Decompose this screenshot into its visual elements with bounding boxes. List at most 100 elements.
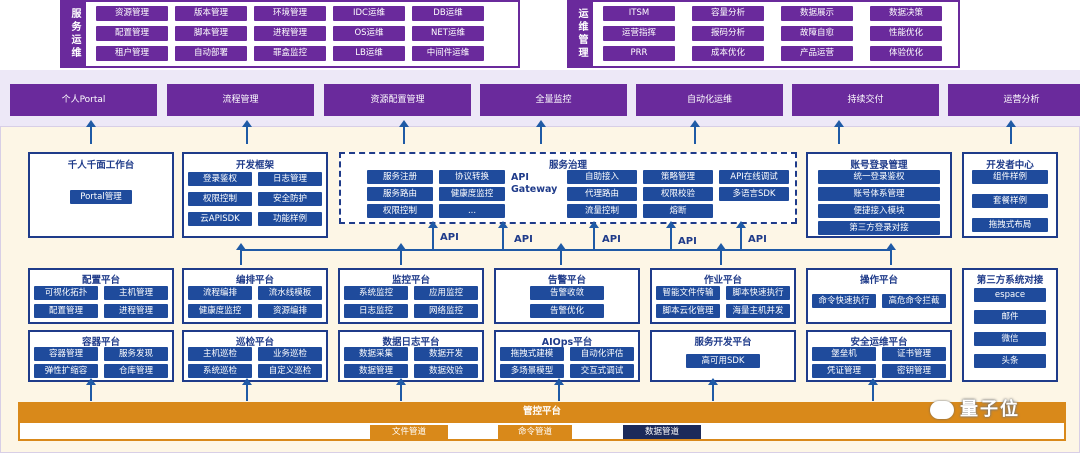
third-party-button[interactable]: espace: [974, 288, 1046, 302]
container-platform-button[interactable]: 容器管理: [34, 347, 98, 361]
developer-center-button[interactable]: 拖拽式布局: [972, 218, 1048, 232]
configuration-platform-button[interactable]: 可视化拓扑: [34, 286, 98, 300]
ops-management-button[interactable]: 产品运营: [781, 46, 853, 61]
inspection-platform-button[interactable]: 自定义巡检: [258, 364, 322, 378]
configuration-platform-button[interactable]: 配置管理: [34, 304, 98, 318]
service-ops-button[interactable]: 脚本管理: [175, 26, 247, 41]
ops-management-button[interactable]: PRR: [603, 46, 675, 61]
data-log-platform-button[interactable]: 数据采集: [344, 347, 408, 361]
job-platform-button[interactable]: 智能文件传输: [656, 286, 720, 300]
gateway-left-button[interactable]: 健康度监控: [439, 187, 505, 201]
operation-platform-button[interactable]: 高危命令拦截: [882, 294, 946, 308]
container-platform-button[interactable]: 弹性扩缩容: [34, 364, 98, 378]
inspection-platform-button[interactable]: 业务巡检: [258, 347, 322, 361]
configuration-platform-button[interactable]: 进程管理: [104, 304, 168, 318]
job-platform-button[interactable]: 脚本云化管理: [656, 304, 720, 318]
ops-management-button[interactable]: 性能优化: [870, 26, 942, 41]
top-bar-item[interactable]: 全量监控: [480, 84, 627, 116]
top-bar-item[interactable]: 流程管理: [167, 84, 314, 116]
ops-management-button[interactable]: 故障自愈: [781, 26, 853, 41]
gateway-left-button[interactable]: ...: [439, 204, 505, 218]
operation-platform-button[interactable]: 命令快速执行: [812, 294, 876, 308]
gateway-right-button[interactable]: 自助接入: [567, 170, 637, 184]
service-ops-button[interactable]: IDC运维: [333, 6, 405, 21]
dev-framework-button[interactable]: 云APISDK: [188, 212, 252, 226]
service-ops-button[interactable]: 资源管理: [96, 6, 168, 21]
orchestration-platform-button[interactable]: 资源编排: [258, 304, 322, 318]
third-party-button[interactable]: 邮件: [974, 310, 1046, 324]
ops-management-button[interactable]: 数据展示: [781, 6, 853, 21]
gateway-right-button[interactable]: 多语言SDK: [719, 187, 789, 201]
ops-management-button[interactable]: ITSM: [603, 6, 675, 21]
account-login-button[interactable]: 账号体系管理: [818, 187, 940, 201]
gateway-right-button[interactable]: API在线调试: [719, 170, 789, 184]
dev-framework-button[interactable]: 登录鉴权: [188, 172, 252, 186]
monitoring-platform-button[interactable]: 系统监控: [344, 286, 408, 300]
security-ops-platform-button[interactable]: 堡垒机: [812, 347, 876, 361]
dev-framework-button[interactable]: 安全防护: [258, 192, 322, 206]
portal-manage-button[interactable]: Portal管理: [70, 190, 132, 204]
data-log-platform-button[interactable]: 数据管理: [344, 364, 408, 378]
developer-center-button[interactable]: 套餐样例: [972, 194, 1048, 208]
gateway-left-button[interactable]: 协议转换: [439, 170, 505, 184]
command-channel[interactable]: 命令管道: [498, 425, 572, 439]
ops-management-button[interactable]: 运营指挥: [603, 26, 675, 41]
service-ops-button[interactable]: 环境管理: [254, 6, 326, 21]
ops-management-button[interactable]: 报码分析: [692, 26, 764, 41]
gateway-right-button[interactable]: 流量控制: [567, 204, 637, 218]
gateway-left-button[interactable]: 权限控制: [367, 204, 433, 218]
account-login-button[interactable]: 第三方登录对接: [818, 221, 940, 235]
service-ops-button[interactable]: 中间件运维: [412, 46, 484, 61]
data-log-platform-button[interactable]: 数据开发: [414, 347, 478, 361]
gateway-left-button[interactable]: 服务路由: [367, 187, 433, 201]
alarm-platform-button[interactable]: 告警优化: [530, 304, 604, 318]
orchestration-platform-button[interactable]: 健康度监控: [188, 304, 252, 318]
container-platform-button[interactable]: 仓库管理: [104, 364, 168, 378]
service-ops-button[interactable]: 自动部署: [175, 46, 247, 61]
security-ops-platform-button[interactable]: 凭证管理: [812, 364, 876, 378]
orchestration-platform-button[interactable]: 流水线模板: [258, 286, 322, 300]
service-ops-button[interactable]: 罪盒监控: [254, 46, 326, 61]
top-bar-item[interactable]: 运营分析: [948, 84, 1080, 116]
aiops-platform-button[interactable]: 多场景模型: [500, 364, 564, 378]
service-ops-button[interactable]: DB运维: [412, 6, 484, 21]
inspection-platform-button[interactable]: 系统巡检: [188, 364, 252, 378]
container-platform-button[interactable]: 服务发现: [104, 347, 168, 361]
monitoring-platform-button[interactable]: 网络监控: [414, 304, 478, 318]
top-bar-item[interactable]: 自动化运维: [636, 84, 783, 116]
service-ops-button[interactable]: 配置管理: [96, 26, 168, 41]
third-party-button[interactable]: 微信: [974, 332, 1046, 346]
service-ops-button[interactable]: 租户管理: [96, 46, 168, 61]
alarm-platform-button[interactable]: 告警收敛: [530, 286, 604, 300]
gateway-right-button[interactable]: 策略管理: [643, 170, 713, 184]
dev-framework-button[interactable]: 功能样例: [258, 212, 322, 226]
top-bar-item[interactable]: 个人Portal: [10, 84, 157, 116]
service-ops-button[interactable]: LB运维: [333, 46, 405, 61]
third-party-button[interactable]: 头条: [974, 354, 1046, 368]
top-bar-item[interactable]: 资源配置管理: [324, 84, 471, 116]
aiops-platform-button[interactable]: 交互式调试: [570, 364, 634, 378]
service-ops-button[interactable]: NET运维: [412, 26, 484, 41]
service-ops-button[interactable]: OS运维: [333, 26, 405, 41]
security-ops-platform-button[interactable]: 证书管理: [882, 347, 946, 361]
gateway-right-button[interactable]: 熔断: [643, 204, 713, 218]
data-channel[interactable]: 数据管道: [623, 425, 701, 439]
account-login-button[interactable]: 统一登录鉴权: [818, 170, 940, 184]
dev-framework-button[interactable]: 日志管理: [258, 172, 322, 186]
job-platform-button[interactable]: 脚本快速执行: [726, 286, 790, 300]
orchestration-platform-button[interactable]: 流程编排: [188, 286, 252, 300]
configuration-platform-button[interactable]: 主机管理: [104, 286, 168, 300]
dev-framework-button[interactable]: 权限控制: [188, 192, 252, 206]
ops-management-button[interactable]: 数据决策: [870, 6, 942, 21]
developer-center-button[interactable]: 组件样例: [972, 170, 1048, 184]
monitoring-platform-button[interactable]: 日志监控: [344, 304, 408, 318]
gateway-right-button[interactable]: 代理路由: [567, 187, 637, 201]
security-ops-platform-button[interactable]: 密钥管理: [882, 364, 946, 378]
ops-management-button[interactable]: 体验优化: [870, 46, 942, 61]
file-channel[interactable]: 文件管道: [370, 425, 448, 439]
inspection-platform-button[interactable]: 主机巡检: [188, 347, 252, 361]
data-log-platform-button[interactable]: 数据效验: [414, 364, 478, 378]
ops-management-button[interactable]: 成本优化: [692, 46, 764, 61]
aiops-platform-button[interactable]: 自动化评估: [570, 347, 634, 361]
top-bar-item[interactable]: 持续交付: [792, 84, 939, 116]
